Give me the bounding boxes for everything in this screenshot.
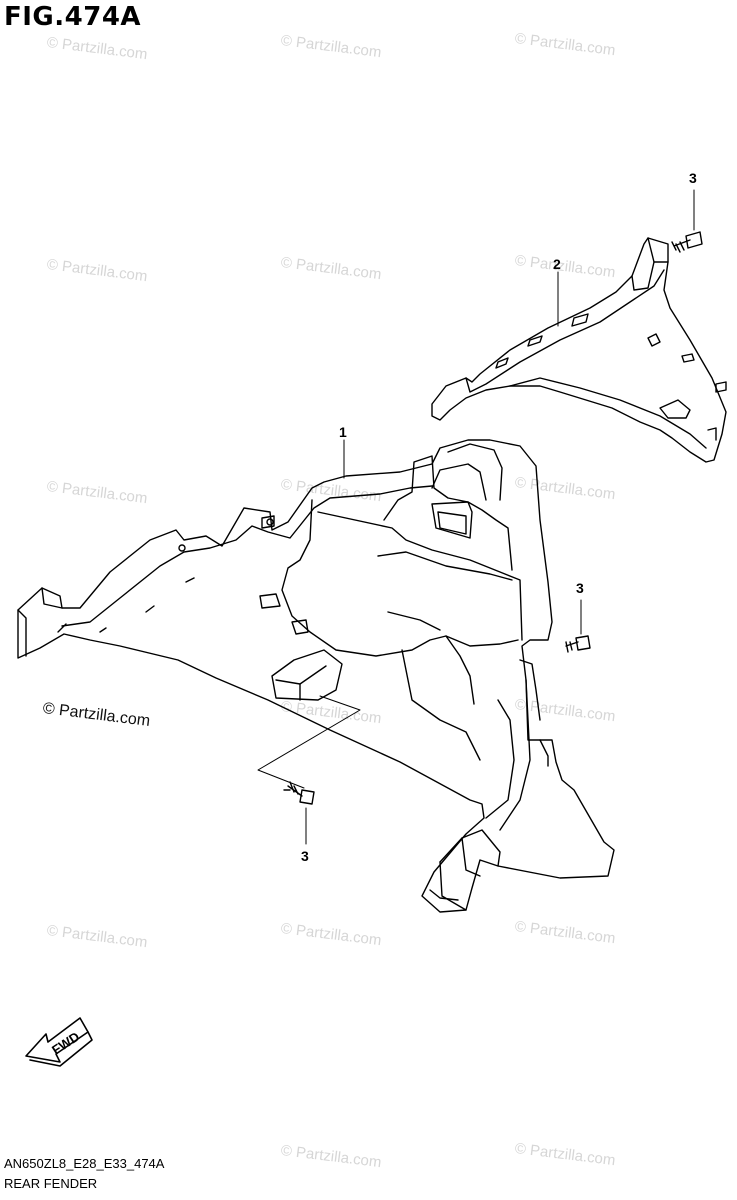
fender-bracket — [447, 443, 503, 501]
fender-foot-edge — [461, 837, 481, 877]
fender-hole — [266, 518, 274, 526]
part-2-fender-panel — [431, 237, 727, 463]
fender-mount-edge — [275, 665, 327, 685]
panel-slot — [527, 335, 543, 347]
fender-rib — [445, 635, 475, 705]
fwd-arrow-icon: FWD — [25, 1017, 93, 1067]
screw-bottom — [283, 781, 315, 805]
callout-part-3-top: 3 — [689, 170, 697, 186]
panel-edge — [465, 269, 665, 393]
panel-slot — [715, 381, 727, 393]
fender-slots — [99, 577, 195, 633]
fender-rib — [401, 649, 481, 761]
fender-clip — [291, 619, 309, 635]
fender-rib — [519, 659, 541, 721]
fender-mount-block — [271, 649, 343, 701]
fender-hole — [261, 515, 275, 529]
callout-part-3-bottom: 3 — [301, 848, 309, 864]
callout-part-2: 2 — [553, 256, 561, 272]
screw-right — [565, 635, 591, 653]
panel-slot — [571, 313, 589, 327]
fender-window-inner — [437, 511, 467, 535]
guide-line — [257, 695, 361, 789]
fender-box-edge — [317, 511, 523, 641]
panel-slot — [647, 333, 661, 347]
panel-slot — [681, 353, 695, 363]
flap-edge — [17, 609, 27, 657]
panel-lower-edge — [509, 377, 707, 449]
figure-title: FIG.474A — [4, 2, 142, 32]
fender-strut — [499, 679, 531, 831]
fender-top-ridge — [61, 485, 433, 627]
fender-clip — [259, 593, 281, 609]
fender-outline — [17, 439, 615, 913]
fender-hole — [178, 544, 186, 552]
fender-strut — [485, 699, 515, 819]
fender-foot-edge — [439, 861, 467, 911]
callout-part-3-right: 3 — [576, 580, 584, 596]
fender-strut — [539, 739, 549, 767]
panel-tab — [631, 237, 655, 291]
fender-box-bottom — [377, 551, 513, 581]
figure-name: REAR FENDER — [4, 1176, 98, 1191]
fender-rib — [387, 611, 441, 631]
panel-clip — [659, 399, 691, 419]
figure-code: AN650ZL8_E28_E33_474A — [4, 1156, 165, 1171]
fender-box-inner — [431, 463, 487, 501]
part-1-rear-fender — [17, 439, 615, 913]
flap-edge — [41, 587, 63, 609]
fender-window — [431, 501, 473, 539]
fender-foot — [439, 829, 501, 867]
panel-tab-small — [707, 427, 717, 441]
fender-foot-edge — [429, 889, 459, 901]
panel-slot — [495, 357, 509, 369]
fender-inner-contour — [281, 499, 519, 657]
screw-top — [671, 231, 703, 253]
fender-edge — [57, 623, 67, 633]
fender-box-top — [383, 455, 513, 571]
callout-part-1: 1 — [339, 424, 347, 440]
